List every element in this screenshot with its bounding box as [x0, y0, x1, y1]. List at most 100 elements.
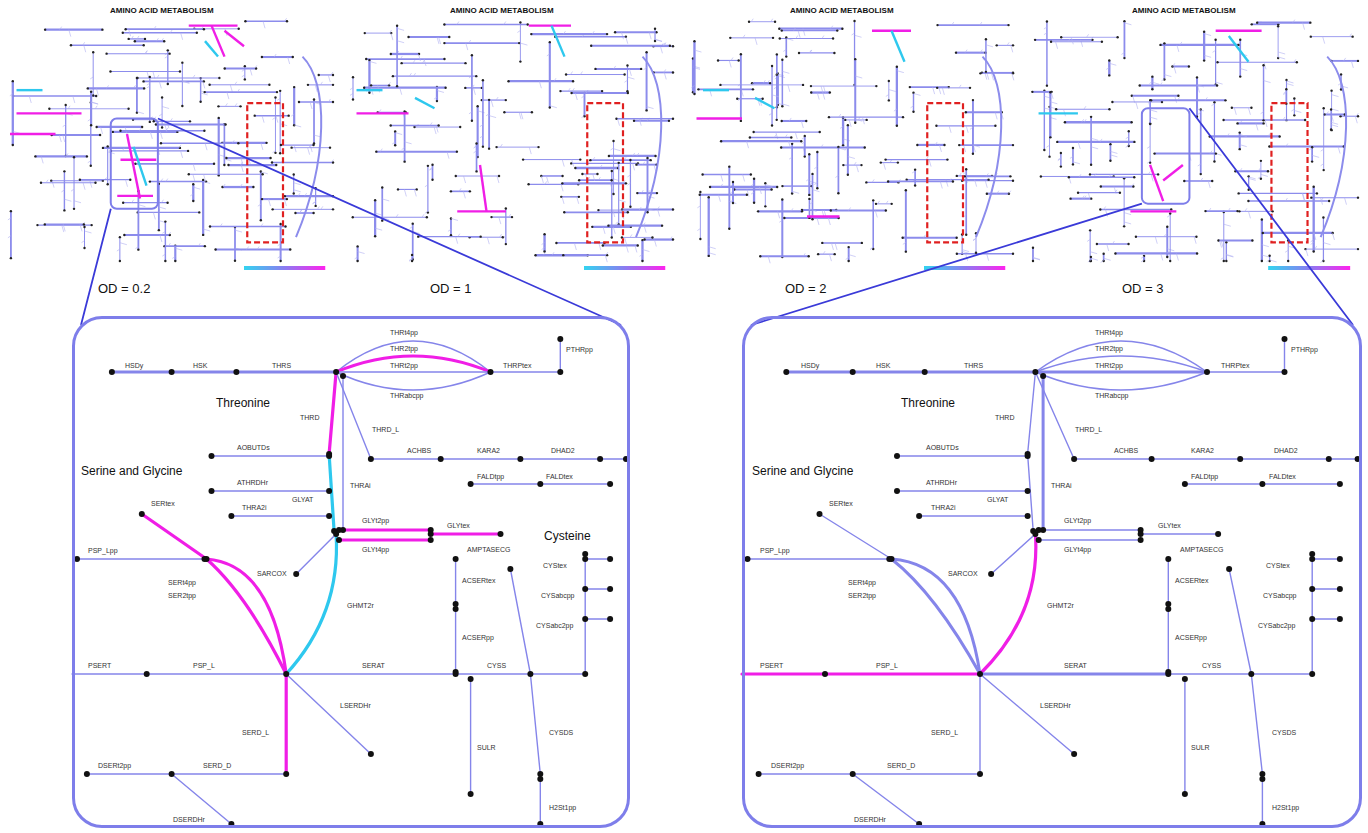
map-metabolite: [565, 73, 567, 75]
map-cofactor: [258, 204, 261, 206]
map-reaction: [575, 167, 618, 169]
map-metabolite: [1077, 191, 1079, 193]
map-cofactor: [777, 103, 784, 105]
map-reaction: [914, 170, 916, 186]
map-cofactor: [391, 33, 393, 40]
map-cofactor: [1198, 112, 1201, 114]
map-reaction: [402, 62, 466, 63]
map-metabolite: [693, 40, 695, 42]
map-metabolite: [699, 238, 701, 240]
map-cofactor: [647, 107, 654, 109]
map-metabolite: [651, 236, 653, 238]
map-cofactor: [627, 77, 634, 79]
map-metabolite: [1089, 229, 1091, 231]
map-cofactor: [250, 68, 252, 75]
map-reaction: [41, 182, 96, 183]
map-metabolite: [392, 75, 394, 77]
map-metabolite: [83, 226, 85, 228]
map-cofactor: [159, 81, 161, 88]
map-cofactor: [924, 235, 926, 238]
map-cofactor: [791, 208, 793, 211]
map-metabolite: [1262, 122, 1264, 124]
map-metabolite: [234, 260, 236, 262]
map-cofactor: [309, 145, 311, 148]
map-cofactor: [1087, 239, 1090, 241]
map-metabolite: [534, 254, 536, 256]
map-metabolite: [488, 99, 490, 101]
map-cofactor: [182, 81, 189, 83]
map-cofactor: [46, 180, 48, 183]
map-cofactor: [843, 139, 850, 141]
map-cofactor: [1082, 119, 1084, 122]
map-metabolite: [1100, 185, 1102, 187]
map-metabolite: [549, 106, 551, 108]
map-cofactor: [1090, 252, 1097, 254]
map-metabolite: [498, 175, 500, 177]
map-metabolite: [764, 205, 766, 207]
map-metabolite: [1090, 256, 1092, 258]
map-cofactor: [1262, 255, 1269, 257]
map-cofactor: [529, 147, 531, 154]
map-cofactor: [577, 197, 579, 204]
map-metabolite: [90, 224, 92, 226]
map-cofactor: [261, 143, 263, 150]
map-metabolite: [890, 203, 892, 205]
map-cofactor: [1104, 207, 1106, 210]
map-metabolite: [808, 255, 810, 257]
map-cofactor: [1107, 244, 1109, 251]
map-reaction: [888, 181, 953, 183]
map-reaction: [876, 203, 892, 204]
map-cofactor: [1309, 148, 1312, 150]
map-metabolite: [122, 201, 124, 203]
map-reaction: [1238, 122, 1264, 124]
map-reaction: [782, 120, 807, 122]
map-cofactor: [272, 117, 275, 119]
map-metabolite: [828, 116, 830, 118]
map-metabolite: [607, 224, 609, 226]
reaction-line: [585, 558, 610, 559]
map-metabolite: [1330, 108, 1332, 110]
map-metabolite: [847, 246, 849, 248]
reaction-line: [172, 774, 232, 824]
map-metabolite: [332, 101, 334, 103]
map-cofactor: [1070, 156, 1073, 158]
map-cofactor: [767, 80, 769, 83]
map-reaction: [1128, 131, 1129, 146]
map-metabolite: [570, 92, 572, 94]
map-metabolite: [443, 42, 445, 44]
map-reaction: [1078, 192, 1120, 193]
map-cofactor: [1201, 178, 1203, 181]
map-reaction: [595, 68, 641, 70]
map-cofactor: [963, 172, 966, 174]
map-cofactor: [1180, 42, 1182, 45]
map-cofactor: [1350, 34, 1352, 37]
map-reaction: [966, 111, 1002, 113]
map-metabolite: [269, 157, 271, 159]
map-cofactor: [166, 179, 168, 182]
map-metabolite: [1262, 64, 1264, 66]
map-cofactor: [170, 30, 172, 33]
map-cofactor: [796, 35, 798, 38]
map-cofactor: [1221, 241, 1223, 248]
map-cofactor: [165, 125, 167, 132]
map-metabolite: [181, 105, 183, 107]
map-reaction: [1140, 84, 1217, 86]
map-reaction: [285, 195, 333, 197]
map-metabolite: [174, 260, 176, 262]
map-metabolite: [865, 181, 867, 183]
map-metabolite: [411, 254, 413, 256]
map-reaction: [1151, 77, 1153, 90]
map-metabolite: [761, 98, 763, 100]
map-metabolite: [955, 237, 957, 239]
map-reaction: [138, 212, 200, 213]
map-cofactor: [242, 75, 245, 77]
map-cofactor: [447, 152, 449, 159]
map-cofactor: [795, 132, 797, 139]
map-metabolite: [505, 243, 507, 245]
map-reaction: [710, 186, 777, 188]
map-metabolite: [394, 130, 396, 132]
map-metabolite: [956, 175, 958, 177]
map-metabolite: [1223, 260, 1225, 262]
map-cofactor: [397, 41, 404, 43]
map-reaction: [541, 175, 562, 177]
